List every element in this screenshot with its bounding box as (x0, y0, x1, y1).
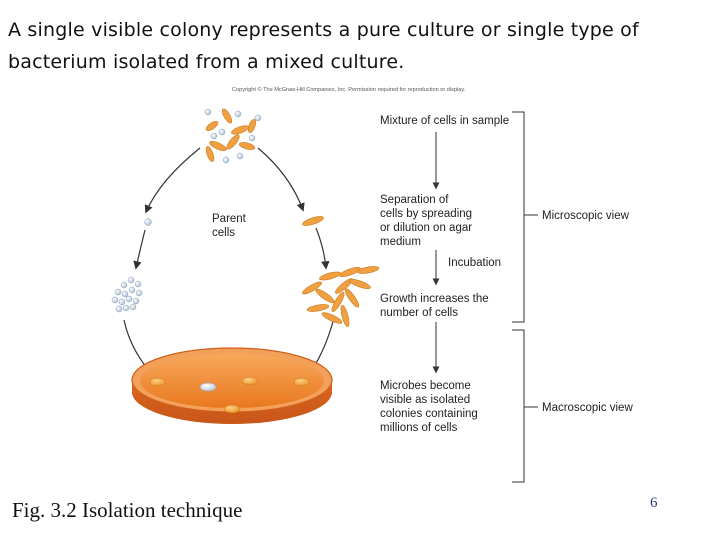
parent-coccus (144, 218, 152, 226)
parent-label-line2: cells (212, 227, 235, 239)
step-growth-line2: number of cells (380, 307, 458, 319)
coccus-colony-cluster (111, 276, 143, 313)
microscopic-bracket (512, 111, 538, 323)
step-growth: Growth increases the number of cells (380, 293, 489, 319)
step-mixture-line1: Mixture of cells in sample (380, 115, 509, 127)
arrow-to-right-parent (257, 147, 305, 212)
step-separation-line3: or dilution on agar (380, 222, 472, 234)
step-incubation-line1: Incubation (448, 257, 501, 269)
copyright-text: Copyright © The McGraw-Hill Companies, I… (232, 86, 466, 93)
figure-panel (108, 82, 642, 484)
step-microbes-line4: millions of cells (380, 422, 458, 434)
step-mixture: Mixture of cells in sample (380, 115, 509, 127)
step-separation: Separation of cells by spreading or dilu… (380, 194, 472, 248)
step-microbes-line1: Microbes become (380, 380, 471, 392)
rod-colony-cluster (302, 266, 380, 327)
step-incubation: Incubation (448, 257, 501, 269)
petri-dish (131, 347, 333, 424)
step-microbes-line3: colonies containing (380, 408, 478, 420)
parent-label-line1: Parent (212, 213, 247, 225)
step-separation-line1: Separation of (380, 194, 449, 206)
page-number: 6 (650, 495, 658, 511)
mixed-cell-cluster (204, 108, 262, 164)
microscopic-view-label: Microscopic view (542, 210, 630, 222)
step-separation-line2: cells by spreading (380, 208, 472, 220)
arrow-right-to-growth (315, 227, 330, 270)
step-separation-line4: medium (380, 236, 421, 248)
figure-caption: Fig. 3.2 Isolation technique (12, 498, 243, 522)
arrow-left-to-growth (133, 229, 146, 270)
parent-rod (302, 216, 324, 226)
macroscopic-bracket (512, 329, 538, 483)
step-microbes-line2: visible as isolated (380, 394, 470, 406)
slide-heading: A single visible colony represents a pur… (8, 19, 639, 73)
step-microbes: Microbes become visible as isolated colo… (380, 380, 478, 434)
arrow-to-left-parent (144, 147, 201, 214)
macroscopic-view-label: Macroscopic view (542, 402, 633, 414)
step-growth-line1: Growth increases the (380, 293, 489, 305)
